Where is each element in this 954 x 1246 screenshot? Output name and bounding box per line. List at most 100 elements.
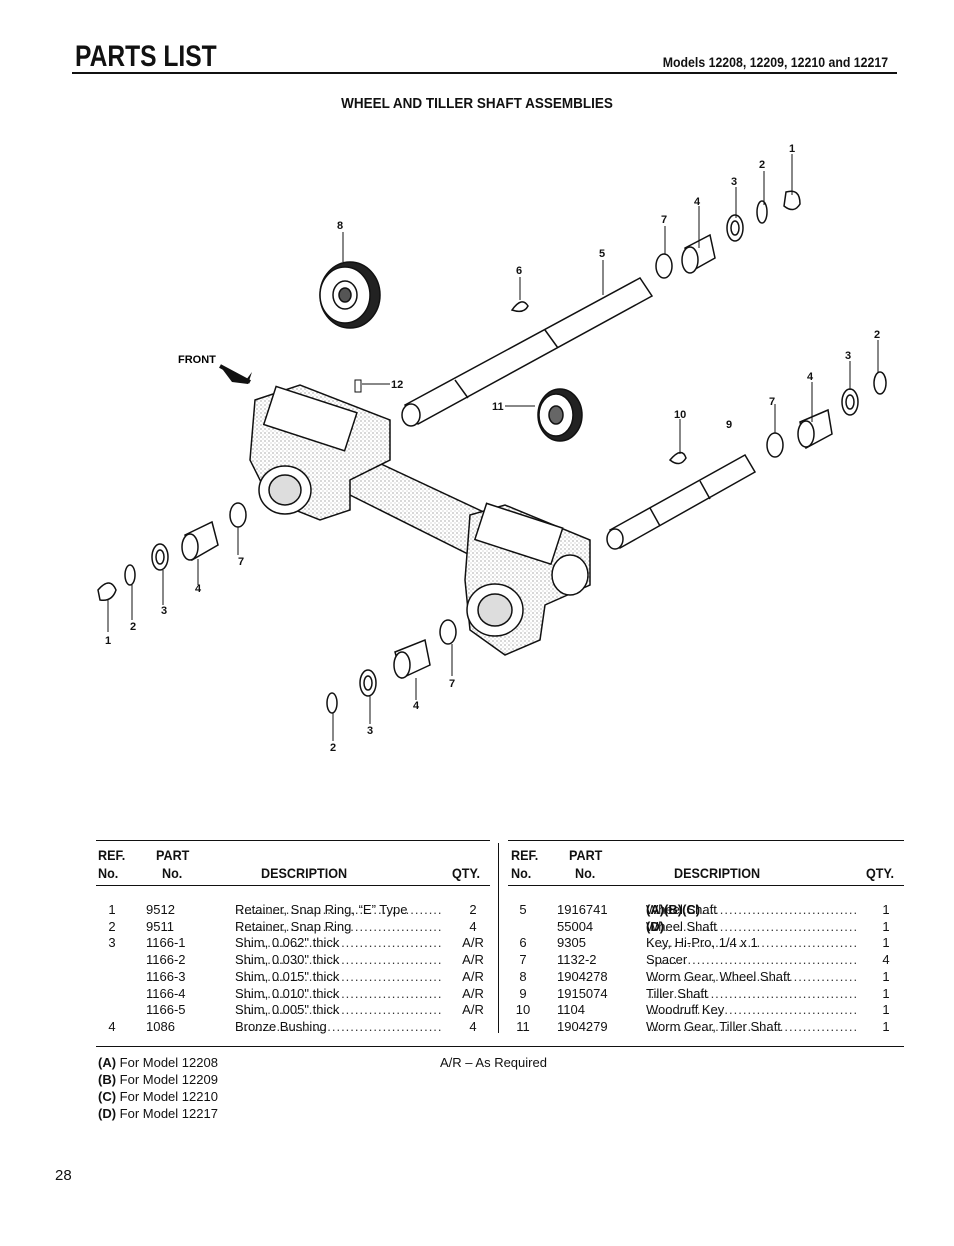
- model-note-text: For Model 12209: [116, 1072, 218, 1087]
- quantity: 1: [882, 918, 890, 934]
- key-hi-pro: [510, 301, 529, 313]
- callout-labels: 1 2 3 4 7 8 6 5 12 11 10 9 2 3 4 7 7 4 3…: [105, 143, 880, 754]
- model-note-code: (C): [98, 1089, 117, 1104]
- part-description: ........................................…: [235, 1002, 443, 1018]
- leader-dots: ........................................…: [646, 918, 856, 934]
- part-description: ........................................…: [235, 968, 443, 984]
- models-heading: Models 12208, 12209, 12210 and 12217: [662, 54, 888, 70]
- callout-11: 11: [492, 401, 504, 413]
- callout-2d: 2: [330, 742, 336, 754]
- description-text: Wheel Shaft (A)(B)(C): [646, 902, 717, 917]
- description-text: Shim, 0.010" thick: [235, 985, 339, 1001]
- part-number: 9512: [146, 902, 175, 917]
- part-description: ........................................…: [646, 952, 856, 968]
- part-description: ........................................…: [646, 1002, 856, 1018]
- leader-dots: ........................................…: [646, 968, 856, 984]
- quantity: 1: [882, 985, 890, 1001]
- col-part-header-2: No.: [575, 865, 596, 881]
- leader-dots: ........................................…: [646, 1018, 856, 1034]
- quantity: 4: [882, 952, 890, 968]
- header-rule: [72, 72, 897, 74]
- part-number: 1132-2: [557, 952, 597, 968]
- description-text: Shim, 0.005" thick: [235, 1002, 339, 1018]
- table-bottom-rule: [96, 1046, 904, 1047]
- ref-number: 10: [515, 1002, 531, 1018]
- section-title: WHEEL AND TILLER SHAFT ASSEMBLIES: [341, 95, 613, 112]
- callout-2: 2: [759, 159, 765, 171]
- col-qty-header: QTY.: [866, 865, 895, 881]
- bushing-stack-upper-right: [655, 190, 801, 279]
- ref-number: 2: [108, 918, 116, 934]
- callout-7d: 7: [449, 678, 455, 690]
- description-label: Wheel Shaft: [646, 918, 717, 934]
- callout-2c: 2: [130, 621, 136, 633]
- part-description: ........................................…: [235, 918, 443, 934]
- col-part-header-1: PART: [156, 847, 190, 863]
- front-arrow-icon: [219, 364, 252, 384]
- col-description-header: DESCRIPTION: [674, 865, 761, 881]
- table-rule: [96, 840, 490, 841]
- description-label: Retainer, Snap Ring, “E” Type: [235, 902, 408, 917]
- description-text: Worm Gear, Tiller Shaft: [646, 1018, 781, 1034]
- part-description: ........................................…: [235, 935, 443, 951]
- col-ref-header-1: REF.: [98, 847, 126, 863]
- part-description: ........................................…: [235, 902, 443, 917]
- leader-lines: [107, 154, 879, 741]
- description-text: Retainer, Snap Ring, “E” Type: [235, 902, 407, 917]
- col-ref-header-2: No.: [511, 865, 532, 881]
- part-number: 1904279: [557, 1018, 608, 1034]
- leader-dots: ........................................…: [235, 935, 443, 951]
- description-text: Key, Hi-Pro, 1/4 x 1: [646, 935, 758, 951]
- ref-number: 4: [108, 1018, 116, 1034]
- description-text: Bronze Bushing: [235, 1018, 327, 1034]
- callout-3d: 3: [367, 725, 373, 737]
- quantity: 4: [469, 1018, 477, 1034]
- description-label: Shim, 0.015" thick: [235, 968, 340, 984]
- leader-dots: ........................................…: [646, 935, 856, 951]
- leader-dots: ........................................…: [235, 985, 443, 1001]
- table-divider: [498, 843, 499, 1033]
- woodruff-key: [668, 451, 687, 465]
- description-text: Shim, 0.062" thick: [235, 935, 339, 951]
- callout-4b: 4: [807, 371, 814, 383]
- description-text: Wheel Shaft (D): [646, 918, 717, 934]
- part-description: ........................................…: [646, 1018, 856, 1034]
- callout-2b: 2: [874, 329, 880, 341]
- model-note: (D) For Model 12217: [98, 1106, 218, 1121]
- table-row: 1 9512...................................…: [96, 902, 490, 919]
- leader-dots: ........................................…: [646, 902, 856, 917]
- callout-6: 6: [516, 265, 522, 277]
- col-description-header: DESCRIPTION: [261, 865, 348, 881]
- leader-dots: ........................................…: [235, 1002, 443, 1018]
- description-label: Woodruff Key: [646, 1002, 725, 1018]
- callout-9: 9: [726, 419, 732, 431]
- bushing-stack-bottom: [326, 619, 457, 714]
- quantity: A/R: [462, 935, 484, 951]
- callout-1c: 1: [105, 635, 111, 647]
- part-number: 1915074: [557, 985, 608, 1001]
- table-header-rule: [508, 885, 904, 886]
- description-text: Tiller Shaft: [646, 985, 708, 1001]
- part-number: 1166-2: [146, 952, 186, 968]
- callout-3c: 3: [161, 605, 167, 617]
- col-qty-header: QTY.: [452, 865, 481, 881]
- part-description: ........................................…: [235, 1018, 443, 1034]
- quantity: 1: [882, 968, 890, 984]
- ref-number: 1: [108, 902, 116, 917]
- table-row: 1166-3..................................…: [96, 968, 490, 986]
- leader-dots: ........................................…: [235, 918, 443, 934]
- part-number: 1104: [557, 1002, 585, 1018]
- col-part-header-1: PART: [569, 847, 603, 863]
- leader-dots: ........................................…: [235, 902, 443, 917]
- model-note: (A) For Model 12208: [98, 1055, 218, 1070]
- ref-number: 8: [519, 968, 527, 984]
- part-description: ........................................…: [646, 935, 856, 951]
- callout-4d: 4: [413, 700, 420, 712]
- ref-number: 7: [519, 952, 527, 968]
- model-note-text: For Model 12210: [116, 1089, 218, 1104]
- description-label: Worm Gear, Tiller Shaft: [646, 1018, 781, 1034]
